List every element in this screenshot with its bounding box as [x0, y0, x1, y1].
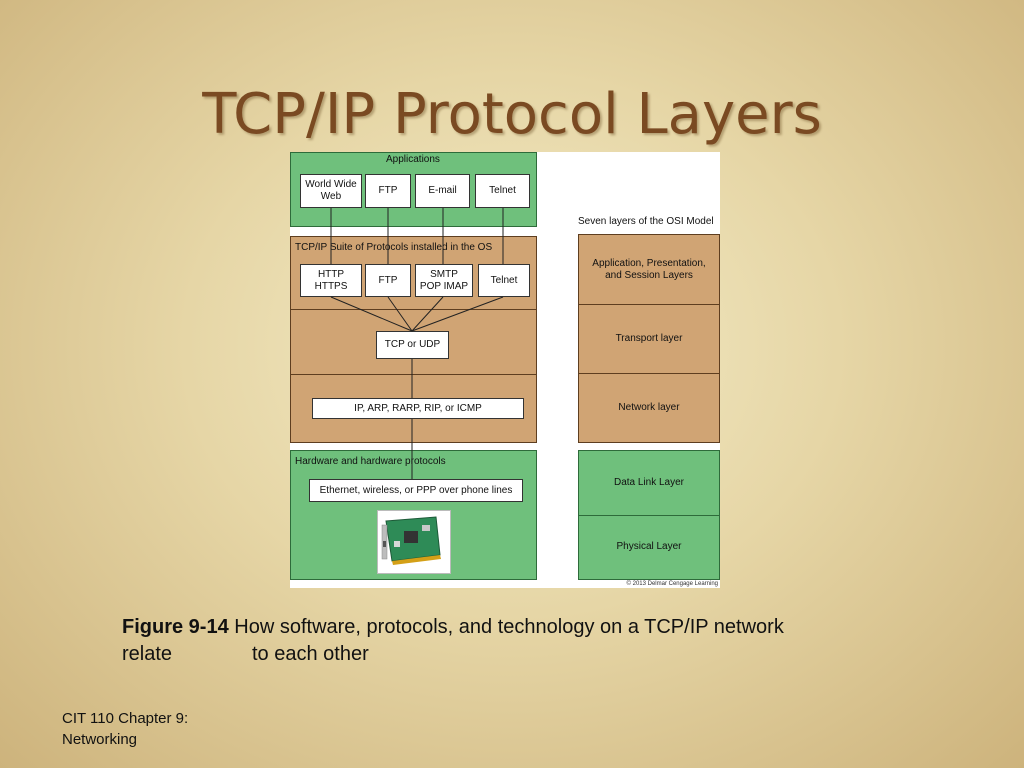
- osi-network-layer: Network layer: [618, 401, 680, 413]
- slide-footer: CIT 110 Chapter 9: Networking: [62, 708, 262, 750]
- network-protocols: IP, ARP, RARP, RIP, or ICMP: [312, 398, 524, 419]
- network-card-image: [377, 510, 451, 574]
- osi-data-link-layer: Data Link Layer: [613, 477, 685, 488]
- footer-line1: CIT 110 Chapter 9:: [62, 710, 189, 727]
- connector-lines: [330, 208, 504, 479]
- hardware-protocols: Ethernet, wireless, or PPP over phone li…: [309, 479, 523, 502]
- copyright-notice: © 2013 Delmar Cengage Learning: [626, 581, 718, 587]
- figure-caption: Figure 9-14 How software, protocols, and…: [122, 614, 902, 668]
- transport-tcp-udp: TCP or UDP: [376, 331, 449, 359]
- protocol-smtp-pop-imap: SMTP POP IMAP: [415, 264, 473, 297]
- protocol-ftp: FTP: [365, 264, 411, 297]
- suite-divider-transport: [291, 309, 536, 310]
- caption-text-line2b: to each other: [252, 643, 369, 665]
- protocol-layers-figure: Applications World Wide Web FTP E-mail T…: [290, 152, 720, 588]
- app-email: E-mail: [415, 174, 470, 208]
- osi-divider-2: [579, 373, 719, 374]
- osi-transport-layer: Transport layer: [615, 332, 683, 344]
- osi-divider-1: [579, 304, 719, 305]
- osi-title: Seven layers of the OSI Model: [578, 216, 714, 227]
- suite-label: TCP/IP Suite of Protocols installed in t…: [295, 242, 493, 253]
- app-ftp: FTP: [365, 174, 411, 208]
- caption-text-line1: How software, protocols, and technology …: [234, 616, 784, 638]
- footer-line2: Networking: [62, 731, 138, 748]
- applications-label: Applications: [386, 154, 440, 165]
- osi-physical-layer: Physical Layer: [616, 541, 682, 552]
- osi-upper-layers: Application, Presentation, and Session L…: [578, 234, 720, 443]
- suite-divider-network: [291, 374, 536, 375]
- caption-figure-number: Figure 9-14: [122, 616, 229, 638]
- app-telnet: Telnet: [475, 174, 530, 208]
- caption-text-line2a: relate: [122, 643, 173, 665]
- protocol-http-https: HTTP HTTPS: [300, 264, 362, 297]
- protocol-telnet: Telnet: [478, 264, 530, 297]
- osi-lower-layers: Data Link Layer Physical Layer: [578, 450, 720, 580]
- osi-divider-3: [579, 515, 719, 516]
- hardware-label: Hardware and hardware protocols: [295, 456, 446, 467]
- osi-application-presentation-session: Application, Presentation, and Session L…: [592, 257, 706, 281]
- app-world-wide-web: World Wide Web: [300, 174, 362, 208]
- slide-title: TCP/IP Protocol Layers: [202, 82, 822, 147]
